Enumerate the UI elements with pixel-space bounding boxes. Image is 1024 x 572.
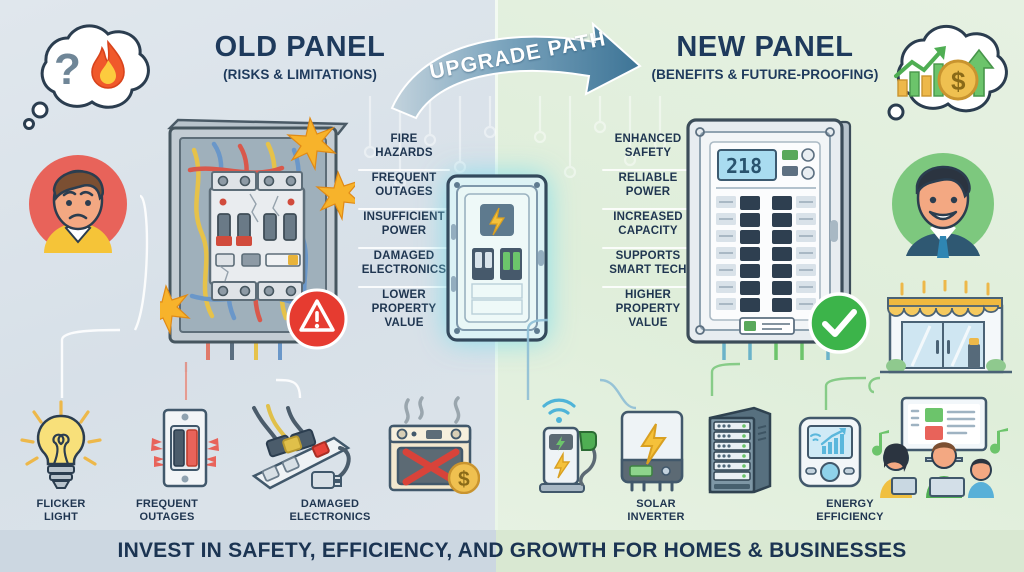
risk-item-insufficient-power: INSUFFICIENT POWER	[363, 211, 445, 238]
benefit-item-reliable-power: RELIABLE POWER	[618, 172, 678, 199]
dollar-coin-icon: $	[937, 59, 979, 101]
risk-item-lower-property-value: LOWER PROPERTY VALUE	[371, 289, 437, 330]
worry-thought-bubble: ?	[23, 24, 150, 130]
footer-tagline: INVEST IN SAFETY, EFFICIENCY, AND GROWTH…	[117, 539, 907, 562]
wifi-icon	[810, 433, 821, 441]
warning-triangle-icon	[286, 288, 348, 350]
list-separator	[358, 169, 450, 172]
benefit-item-increased-capacity: INCREASED CAPACITY	[613, 211, 683, 238]
green-check-icon	[808, 292, 870, 354]
risk-list: FIRE HAZARDS FREQUENT OUTAGES INSUFFICIE…	[352, 132, 456, 330]
overloaded-power-strip-icon	[251, 404, 351, 490]
worried-homeowner-avatar	[29, 155, 127, 253]
footer-right-bg	[496, 530, 1024, 572]
growth-thought-bubble: $	[887, 24, 1008, 121]
question-mark-icon: ?	[54, 45, 81, 94]
risk-item-damaged-electronics: DAMAGED ELECTRONICS	[361, 250, 447, 277]
solar-inverter-icon	[620, 410, 684, 492]
old-panel-subtitle: (RISKS & LIMITATIONS)	[223, 67, 377, 83]
smoke-icon	[404, 396, 461, 424]
flicker-light-caption: FLICKER LIGHT	[36, 498, 86, 524]
flame-icon	[91, 39, 125, 89]
circuit-trace-decoration	[363, 96, 667, 189]
list-separator	[602, 286, 694, 289]
new-panel-subtitle: (BENEFITS & FUTURE-PROOFING)	[651, 67, 879, 83]
energy-efficiency-caption: ENERGY EFFICIENCY	[816, 498, 884, 524]
ev-charger-icon	[539, 398, 597, 493]
risk-item-frequent-outages: FREQUENT OUTAGES	[371, 172, 437, 199]
svg-text:218: 218	[726, 154, 762, 178]
music-note-icon	[872, 428, 1008, 456]
footer-left-bg	[0, 530, 496, 572]
benefit-item-higher-property-value: HIGHER PROPERTY VALUE	[615, 289, 681, 330]
svg-text:$: $	[951, 66, 966, 96]
list-separator	[602, 247, 694, 250]
energy-monitor-icon	[798, 416, 862, 488]
old-panel-title: OLD PANEL	[214, 31, 386, 63]
happy-businessman-avatar	[892, 153, 994, 258]
benefit-item-supports-smart-tech: SUPPORTS SMART TECH	[609, 250, 687, 277]
new-electrical-panel-icon: 218	[686, 118, 852, 360]
new-panel-header: NEW PANEL (BENEFITS & FUTURE-PROOFING)	[610, 31, 920, 83]
upgraded-panel-icon	[446, 174, 548, 342]
svg-text:$: $	[458, 468, 470, 491]
dollar-coin-icon: $	[447, 461, 480, 494]
list-separator	[358, 247, 450, 250]
benefit-item-enhanced-safety: ENHANCED SAFETY	[614, 133, 682, 160]
list-separator	[602, 208, 694, 211]
upgrade-path-arrow	[390, 21, 642, 120]
server-rack-icon	[708, 406, 772, 494]
list-separator	[358, 208, 450, 211]
damaged-electronics-caption: DAMAGED ELECTRONICS	[289, 498, 371, 524]
wifi-icon	[542, 398, 576, 423]
old-panel-header: OLD PANEL (RISKS & LIMITATIONS)	[150, 31, 450, 83]
storefront-icon	[880, 280, 1012, 374]
list-separator	[602, 169, 694, 172]
old-electrical-panel-icon	[160, 116, 355, 360]
benefit-list: ENHANCED SAFETY RELIABLE POWER INCREASED…	[596, 132, 700, 330]
family-computing-icon	[872, 396, 1008, 498]
frequent-outages-caption: FREQUENT OUTAGES	[135, 498, 199, 524]
burnt-oven-icon: $	[388, 396, 480, 494]
risk-item-fire-hazards: FIRE HAZARDS	[375, 133, 433, 160]
new-panel-title: NEW PANEL	[676, 31, 854, 63]
light-switch-icon	[151, 408, 219, 488]
solar-inverter-caption: SOLAR INVERTER	[627, 498, 685, 524]
flickering-lightbulb-icon	[20, 400, 102, 489]
footer-banner: INVEST IN SAFETY, EFFICIENCY, AND GROWTH…	[0, 530, 1024, 572]
list-separator	[358, 286, 450, 289]
